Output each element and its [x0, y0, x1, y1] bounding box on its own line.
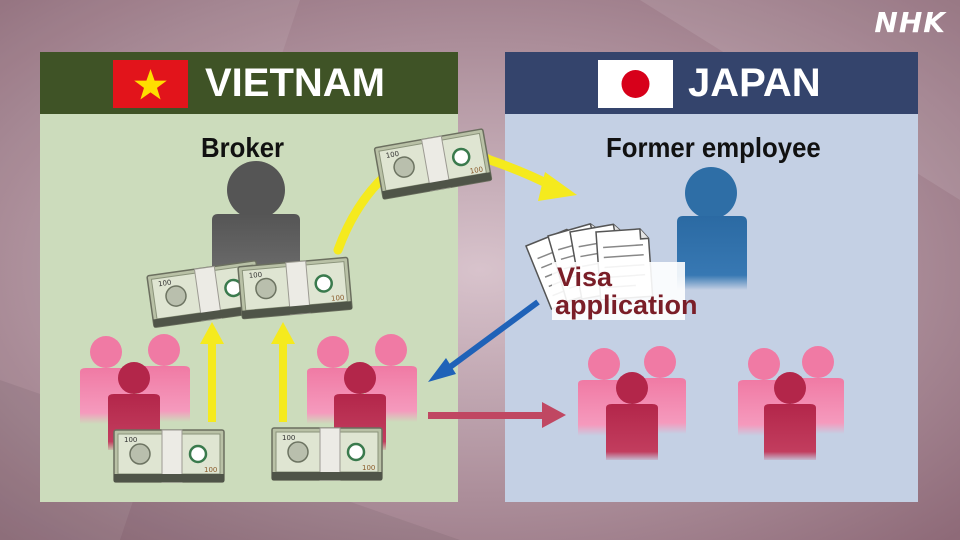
- vietnam-panel: VIETNAM Broker: [40, 52, 458, 502]
- japan-title: JAPAN: [688, 61, 821, 105]
- vietnam-title: VIETNAM: [205, 61, 385, 105]
- payment-arrow-up-right: [271, 322, 295, 422]
- visa-label-line2: application: [555, 290, 698, 320]
- worker-group-japan-left: [578, 346, 686, 460]
- vietnam-header: VIETNAM: [40, 52, 458, 114]
- japan-flag-icon: [598, 60, 673, 108]
- payment-arrow-up-left: [200, 322, 224, 422]
- visa-application-label: Visa application: [552, 262, 698, 320]
- former-employee-figure-icon: [677, 167, 747, 290]
- worker-group-japan-right: [738, 346, 844, 460]
- travel-arrow: [428, 402, 566, 428]
- visa-label-line1: Visa: [557, 262, 613, 292]
- japan-header: JAPAN: [505, 52, 918, 114]
- nhk-logo: NHK: [874, 6, 946, 39]
- broker-label: Broker: [201, 132, 285, 163]
- former-employee-label: Former employee: [606, 132, 821, 163]
- visa-arrow: [428, 299, 540, 382]
- vietnam-flag-icon: [113, 60, 188, 108]
